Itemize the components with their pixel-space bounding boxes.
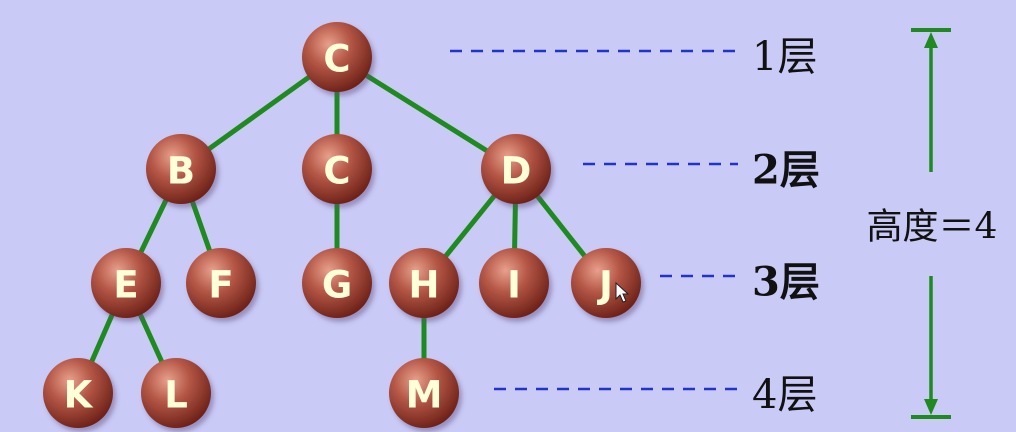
node-circle bbox=[43, 358, 113, 428]
level-2-label: 2层 bbox=[752, 147, 820, 194]
node-circle bbox=[146, 134, 216, 204]
node-label: B bbox=[167, 150, 195, 193]
tree-node-l: L bbox=[141, 358, 211, 428]
node-label: E bbox=[113, 264, 138, 307]
tree-node-i: I bbox=[479, 248, 549, 318]
node-label: C bbox=[323, 150, 350, 193]
node-label: I bbox=[507, 264, 521, 307]
node-label: C bbox=[323, 38, 350, 81]
tree-node-c1: C bbox=[302, 22, 372, 92]
node-label: D bbox=[501, 150, 532, 193]
node-label: K bbox=[64, 374, 94, 417]
tree-node-m: M bbox=[389, 358, 459, 428]
height-label: 高度＝4 bbox=[867, 207, 998, 248]
node-circle bbox=[389, 358, 459, 428]
tree-node-j: J bbox=[571, 248, 641, 318]
tree-node-f: F bbox=[186, 248, 256, 318]
nodes-layer: C B C D E F G H I J K L M bbox=[43, 22, 641, 428]
node-label: G bbox=[322, 264, 352, 307]
mouse-cursor-icon bbox=[615, 281, 630, 303]
node-circle bbox=[141, 358, 211, 428]
node-circle bbox=[186, 248, 256, 318]
node-label: H bbox=[409, 264, 440, 307]
node-label: M bbox=[406, 374, 443, 417]
node-label: J bbox=[596, 264, 613, 307]
node-circle bbox=[302, 134, 372, 204]
node-circle bbox=[389, 248, 459, 318]
tree-node-e: E bbox=[91, 248, 161, 318]
node-circle bbox=[302, 22, 372, 92]
edges-layer bbox=[75, 54, 609, 396]
level-indicators: 1层 2层 3层 4层 bbox=[450, 34, 820, 418]
node-circle bbox=[481, 134, 551, 204]
up-arrow-icon bbox=[924, 32, 938, 48]
node-circle bbox=[479, 248, 549, 318]
node-circle bbox=[91, 248, 161, 318]
node-label: L bbox=[164, 374, 188, 417]
tree-node-k: K bbox=[43, 358, 113, 428]
tree-node-h: H bbox=[389, 248, 459, 318]
height-indicator: 高度＝4 bbox=[867, 28, 998, 419]
tree-node-d: D bbox=[481, 134, 551, 204]
level-3-label: 3层 bbox=[752, 259, 820, 306]
tree-node-c2: C bbox=[302, 134, 372, 204]
level-4-label: 4层 bbox=[752, 372, 817, 418]
edge-c1-d bbox=[334, 54, 519, 172]
tree-node-b: B bbox=[146, 134, 216, 204]
tree-node-g: G bbox=[302, 248, 372, 318]
node-circle bbox=[302, 248, 372, 318]
level-1-label: 1层 bbox=[752, 34, 817, 80]
down-arrow-icon bbox=[924, 399, 938, 415]
node-label: F bbox=[208, 264, 233, 307]
